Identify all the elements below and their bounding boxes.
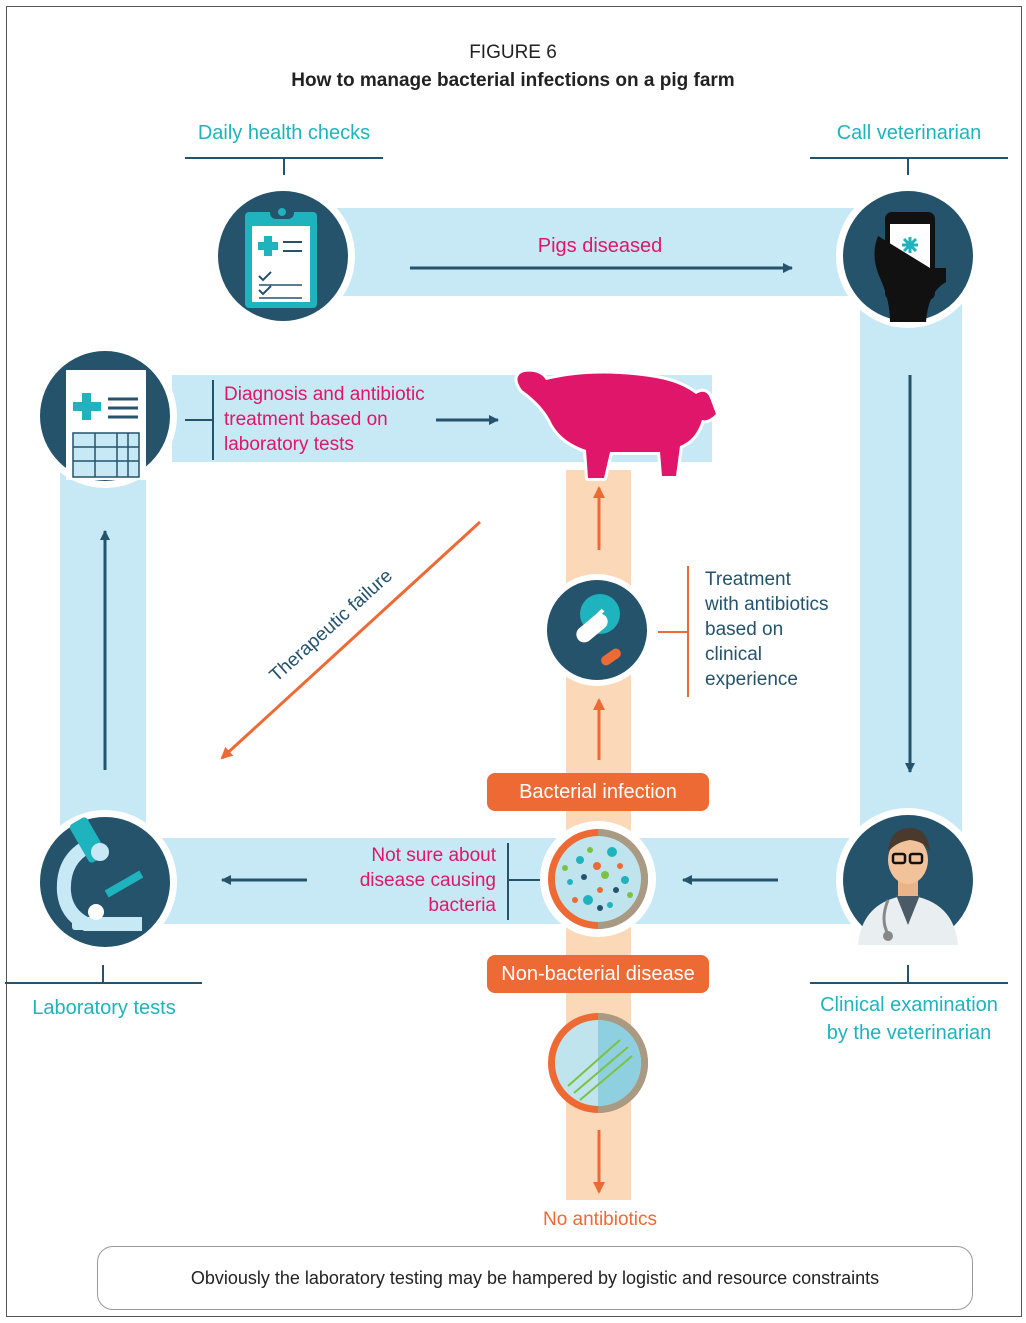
clipboard-icon (211, 184, 355, 328)
navy-arrows (100, 263, 915, 885)
light-blue-bands (60, 208, 962, 924)
clean-dish-icon (548, 1013, 648, 1113)
clinical-examination-label: Clinical examination by the veterinarian (800, 991, 1018, 1047)
left-band (60, 445, 146, 855)
daily-health-checks-label: Daily health checks (197, 122, 371, 144)
constraints-note: Obviously the laboratory testing may be … (97, 1246, 973, 1310)
orange-arrows (220, 486, 605, 1194)
diagnosis-line2: treatment based on (224, 409, 388, 430)
treatment-line1: Treatment (705, 569, 791, 590)
doctor-icon (836, 808, 980, 952)
label-ticks (5, 157, 1008, 984)
arrow-therapeutic-failure (220, 520, 482, 760)
not-sure-line2: disease causing (359, 870, 496, 891)
bacteria-dish-icon (540, 821, 656, 937)
bacterial-infection-badge: Bacterial infection (487, 773, 709, 811)
not-sure-label: Not sure about disease causing bacteria (320, 843, 496, 918)
top-band (285, 208, 865, 296)
diagnosis-line1: Diagnosis and antibiotic (224, 384, 425, 405)
figure-number: FIGURE 6 (469, 42, 557, 63)
clinical-examination-line2: by the veterinarian (826, 1022, 992, 1044)
figure-frame (6, 6, 1022, 1317)
laboratory-tests-label: Laboratory tests (32, 997, 176, 1019)
pig-icon (514, 368, 719, 481)
non-bacterial-disease-badge: Non-bacterial disease (487, 955, 709, 993)
pigs-diseased-label: Pigs diseased (537, 235, 663, 257)
clinical-examination-line1: Clinical examination (820, 994, 998, 1016)
treatment-line5: experience (705, 669, 798, 690)
lab-report-icon (33, 344, 177, 488)
figure-title: How to manage bacterial infections on a … (291, 70, 735, 91)
treatment-line4: clinical (705, 644, 763, 665)
microscope-icon (33, 810, 177, 954)
diagnosis-label: Diagnosis and antibiotic treatment based… (224, 382, 484, 457)
treatment-line3: based on (705, 619, 784, 640)
no-antibiotics-label: No antibiotics (542, 1209, 658, 1230)
phone-icon (836, 184, 980, 328)
treatment-label: Treatment with antibiotics based on clin… (705, 567, 885, 692)
not-sure-line3: bacteria (428, 895, 496, 916)
not-sure-line1: Not sure about (371, 845, 496, 866)
call-veterinarian-label: Call veterinarian (836, 122, 982, 144)
treatment-tick (658, 566, 689, 697)
pills-icon (541, 574, 653, 686)
therapeutic-failure-label: Therapeutic failure (266, 565, 397, 686)
diagnosis-line3: laboratory tests (224, 434, 354, 455)
treatment-line2: with antibiotics (705, 594, 829, 615)
